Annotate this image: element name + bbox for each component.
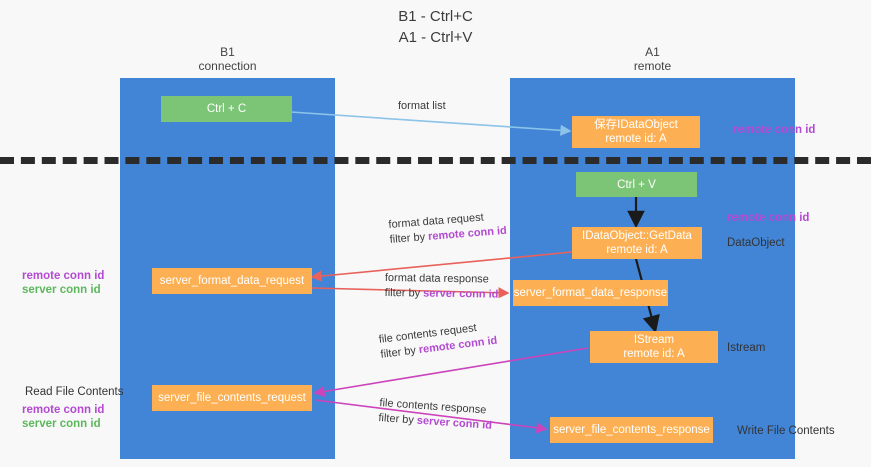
fdres-highlight: server conn id (423, 287, 499, 301)
node-server-file-contents-request[interactable]: server_file_contents_request (152, 385, 312, 411)
annotation-read-file-contents: Read File Contents (25, 386, 124, 398)
fcreq-prefix: filter by (379, 344, 420, 361)
node-server-format-data-response-label: server_format_data_response (513, 287, 668, 299)
node-save-idataobject-line1: 保存IDataObject (594, 119, 678, 131)
node-save-idataobject-line2: remote id: A (605, 133, 667, 145)
node-server-file-contents-request-label: server_file_contents_request (158, 392, 306, 404)
annotation-left-remote-conn-id-format: remote conn id (22, 270, 105, 282)
section-divider (0, 157, 871, 164)
edge-label-format-data-request: format data request filter by remote con… (388, 209, 507, 248)
annotation-left-server-conn-id-file: server conn id (22, 418, 101, 430)
edge-label-format-list: format list (398, 99, 446, 114)
fdreq-prefix: filter by (389, 230, 429, 246)
node-istream[interactable]: IStream remote id: A (590, 331, 718, 363)
node-server-format-data-response[interactable]: server_format_data_response (513, 280, 668, 306)
annotation-dataobject: DataObject (727, 237, 785, 249)
edge-label-format-data-response-line2: filter by server conn id (385, 286, 499, 303)
annotation-write-file-contents: Write File Contents (737, 425, 835, 437)
edge-label-file-contents-request: file contents request filter by remote c… (378, 319, 498, 363)
page-title: B1 - Ctrl+C A1 - Ctrl+V (398, 8, 473, 46)
node-server-format-data-request-label: server_format_data_request (159, 275, 305, 287)
node-istream-line1: IStream (633, 334, 675, 346)
annotation-left-remote-conn-id-file: remote conn id (22, 404, 105, 416)
node-istream-line2: remote id: A (623, 348, 685, 360)
fcres-highlight: server conn id (416, 414, 493, 432)
node-server-file-contents-response[interactable]: server_file_contents_response (550, 417, 713, 443)
node-ctrl-c[interactable]: Ctrl + C (161, 96, 292, 122)
node-ctrl-v[interactable]: Ctrl + V (576, 172, 697, 197)
annotation-remote-conn-id-getdata: remote conn id (727, 212, 810, 224)
annotation-left-server-conn-id-format: server conn id (22, 284, 101, 296)
fcres-prefix: filter by (378, 411, 418, 427)
node-save-idataobject[interactable]: 保存IDataObject remote id: A (572, 116, 700, 148)
edge-label-format-list-line1: format list (398, 100, 446, 112)
fdres-prefix: filter by (384, 286, 424, 300)
node-server-format-data-request[interactable]: server_format_data_request (152, 268, 312, 294)
edge-label-format-data-response: format data response filter by server co… (385, 271, 499, 303)
edge-label-format-data-response-line1: format data response (384, 271, 489, 286)
column-header-a1: A1 remote (633, 45, 672, 73)
column-header-b1: B1 connection (198, 45, 257, 73)
node-server-file-contents-response-label: server_file_contents_response (553, 424, 710, 436)
annotation-remote-conn-id-top: remote conn id (733, 124, 816, 136)
edge-label-file-contents-response: file contents response filter by server … (378, 396, 494, 434)
node-idataobject-getdata[interactable]: IDataObject::GetData remote id: A (572, 227, 702, 259)
annotation-istream: Istream (727, 342, 766, 354)
node-ctrl-v-label: Ctrl + V (617, 178, 656, 191)
node-getdata-line1: IDataObject::GetData (582, 230, 692, 242)
node-ctrl-c-label: Ctrl + C (206, 103, 247, 115)
node-getdata-line2: remote id: A (606, 244, 668, 256)
